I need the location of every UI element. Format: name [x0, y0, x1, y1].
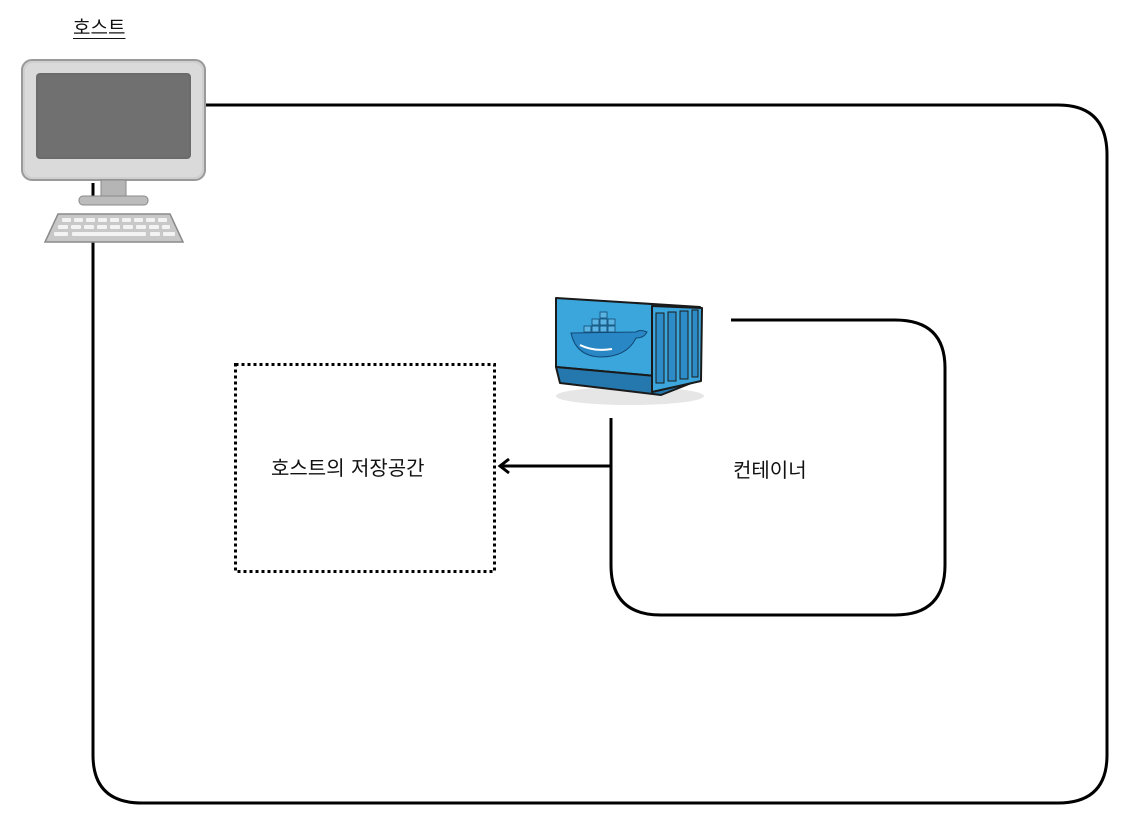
container-boundary — [609, 318, 947, 617]
docker-container-icon — [555, 297, 704, 405]
host-boundary — [91, 103, 1109, 805]
host-title: 호스트 — [73, 17, 126, 39]
host-storage-box — [234, 363, 496, 573]
container-label: 컨테이너 — [733, 458, 807, 482]
mount-arrow — [497, 457, 611, 475]
desktop-computer-icon — [21, 59, 206, 243]
host-storage-label: 호스트의 저장공간 — [271, 456, 425, 480]
